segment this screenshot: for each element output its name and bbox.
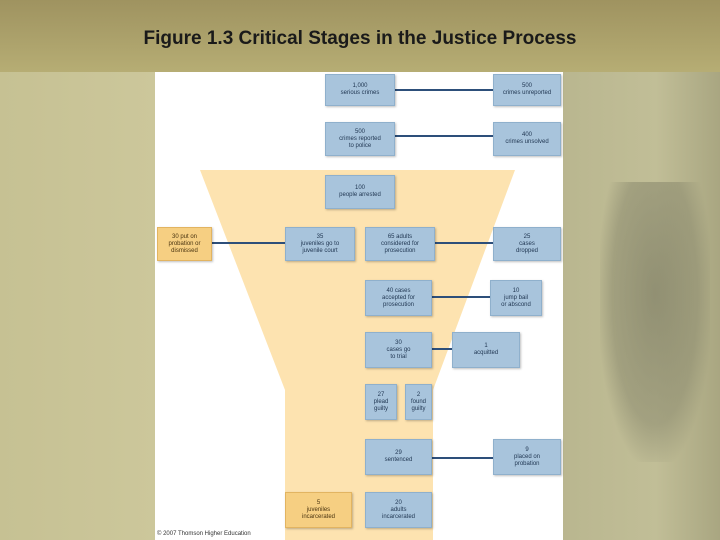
left-background [0, 72, 155, 540]
connector-adults-dropped [433, 242, 493, 244]
box-crimes-unreported: 500 crimes unreported [493, 74, 561, 106]
slide-title: Figure 1.3 Critical Stages in the Justic… [143, 28, 577, 49]
box-jump-bail: 10 jump bail or abscond [490, 280, 542, 316]
title-band [0, 0, 720, 72]
connector-reported-unsolved [393, 135, 493, 137]
box-juvenile-court: 35 juveniles go to juvenile court [285, 227, 355, 261]
right-background-photo [560, 72, 720, 540]
box-placed-probation: 9 placed on probation [493, 439, 561, 475]
box-acquitted: 1 acquitted [452, 332, 520, 368]
box-sentenced: 29 sentenced [365, 439, 432, 475]
box-cases-dropped: 25 cases dropped [493, 227, 561, 261]
box-accepted-prosecution: 40 cases accepted for prosecution [365, 280, 432, 316]
background-figure [600, 182, 710, 462]
box-cases-trial: 30 cases go to trial [365, 332, 432, 368]
box-people-arrested: 100 people arrested [325, 175, 395, 209]
box-adults-incarcerated: 20 adults incarcerated [365, 492, 432, 528]
diagram-panel: 1,000 serious crimes 500 crimes unreport… [155, 72, 563, 540]
box-crimes-unsolved: 400 crimes unsolved [493, 122, 561, 156]
box-juveniles-incarcerated: 5 juveniles incarcerated [285, 492, 352, 528]
box-plead-guilty: 27 plead guilty [365, 384, 397, 420]
connector-trial-acquitted [430, 348, 452, 350]
connector-accepted-bail [430, 296, 490, 298]
connector-serious-unreported [393, 89, 493, 91]
funnel-shape [200, 170, 515, 540]
box-probation-dismissed: 30 put on probation or dismissed [157, 227, 212, 261]
box-adults-prosecution: 65 adults considered for prosecution [365, 227, 435, 261]
copyright-notice: © 2007 Thomson Higher Education [157, 531, 251, 537]
box-serious-crimes: 1,000 serious crimes [325, 74, 395, 106]
box-found-guilty: 2 found guilty [405, 384, 432, 420]
connector-sentenced-probation [430, 457, 493, 459]
connector-probation-juvenile [210, 242, 285, 244]
box-crimes-reported: 500 crimes reported to police [325, 122, 395, 156]
